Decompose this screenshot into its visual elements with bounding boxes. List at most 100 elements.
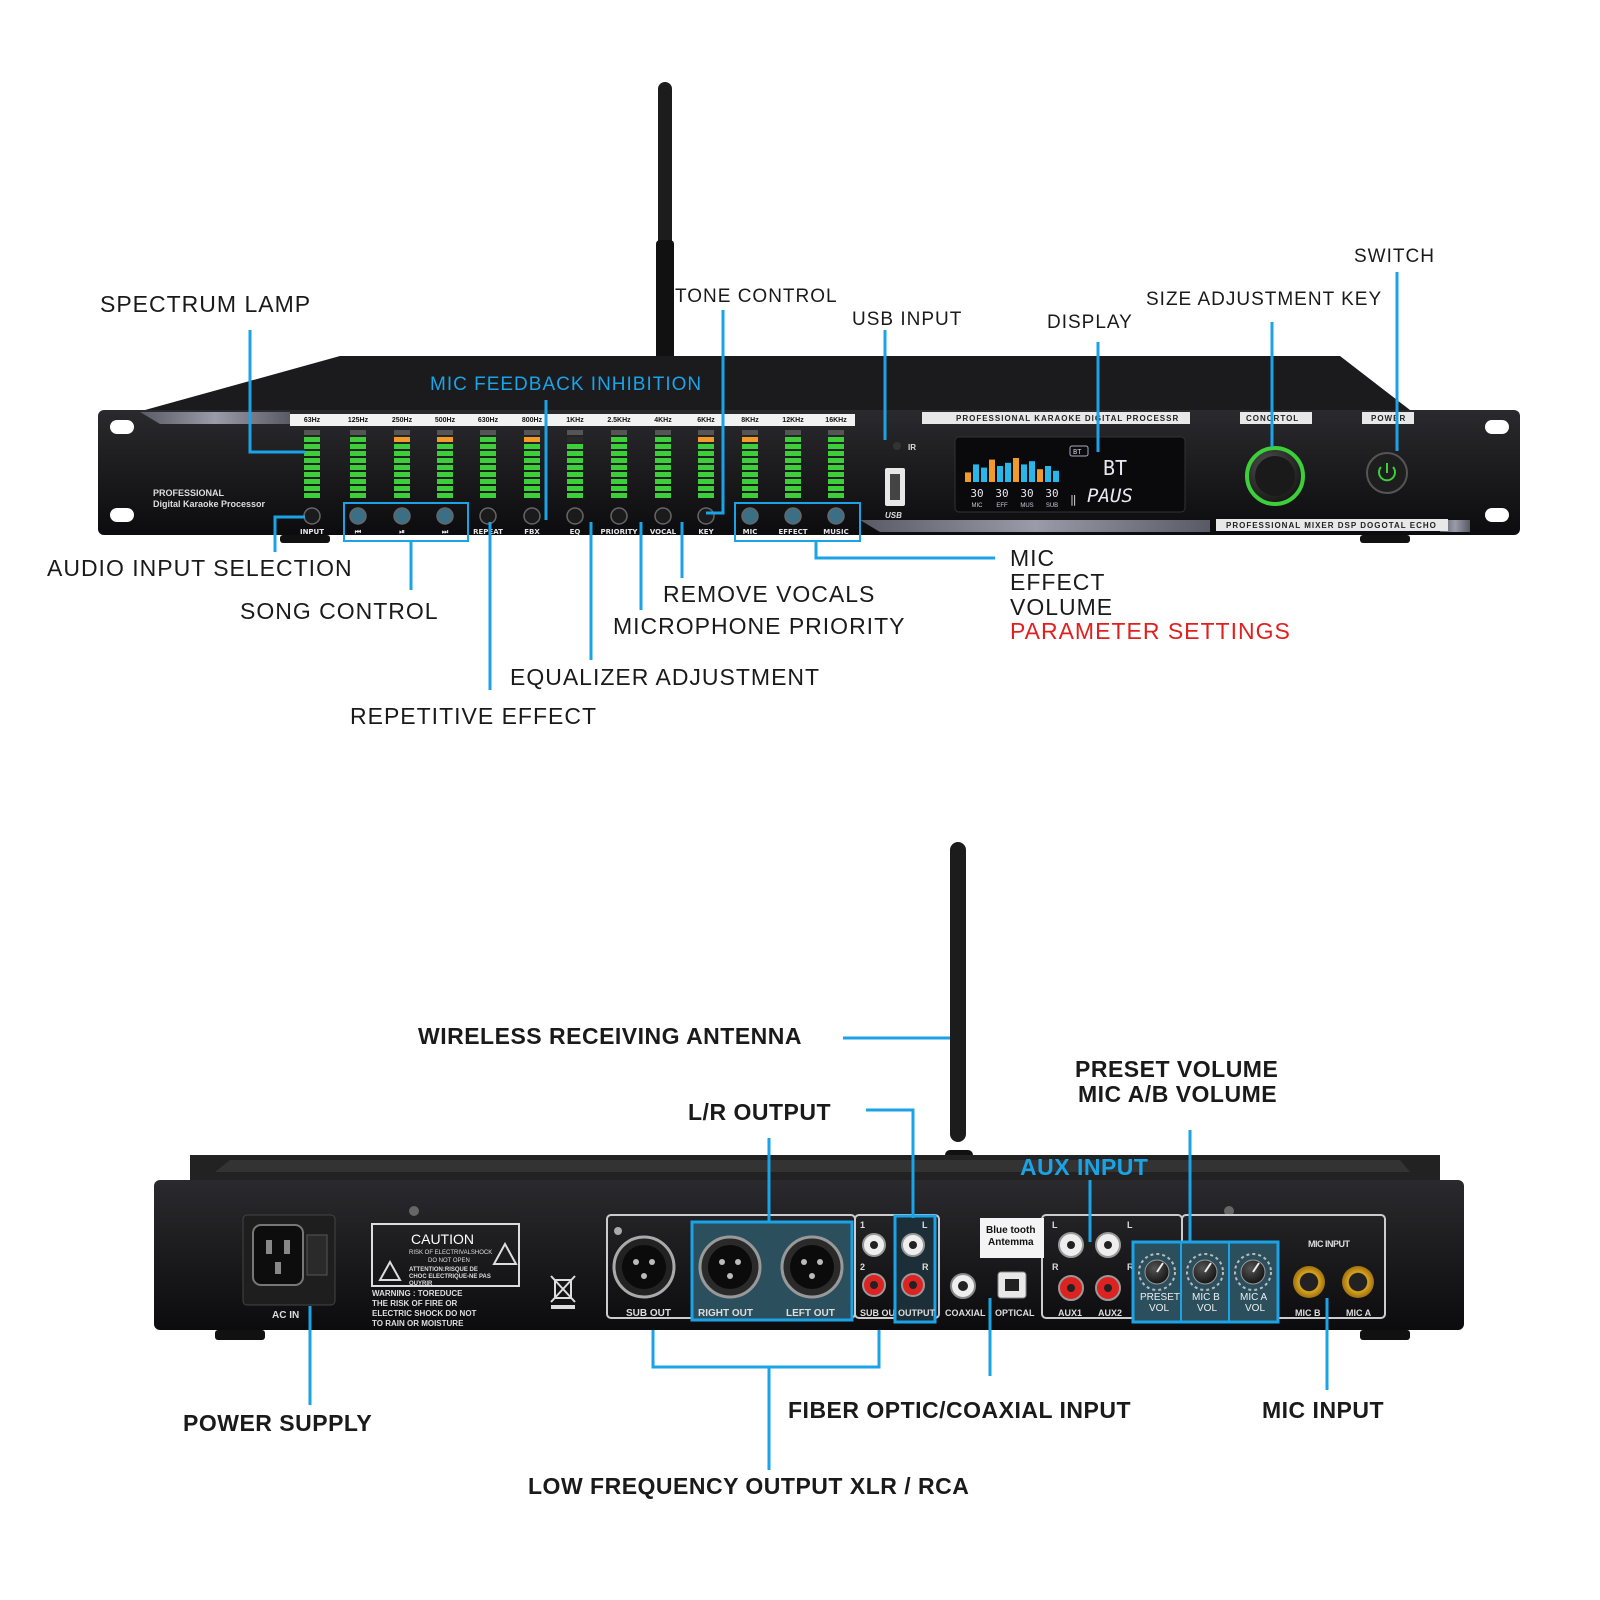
spectrum-led [437,451,453,456]
front-button[interactable] [654,507,672,525]
spectrum-led [437,465,453,470]
spectrum-led [655,465,671,470]
front-button[interactable] [827,507,845,525]
preset-vol-l1: PRESET [1140,1292,1180,1303]
spectrum-led [394,437,410,442]
spectrum-column [567,430,583,498]
front-button[interactable] [741,507,759,525]
lcd-value-tag: MIC [972,503,984,509]
spectrum-led [524,444,540,449]
spectrum-led [304,444,320,449]
spectrum-led [742,444,758,449]
ac-inlet[interactable] [252,1224,304,1286]
preset-vol-knob[interactable] [1138,1253,1176,1291]
rca-1-label: 1 [860,1220,865,1230]
front-button[interactable] [303,507,321,525]
spectrum-led [567,444,583,449]
front-leader-lines [248,272,1399,690]
freq-label: 1KHz [566,417,584,424]
front-button-label: FBX [524,528,540,536]
spectrum-led [567,493,583,498]
spectrum-led [611,458,627,463]
mic-b-label: MIC B [1295,1308,1321,1318]
mic-a-vol-knob[interactable] [1234,1253,1272,1291]
xlr-sub-out[interactable] [612,1227,676,1299]
lcd-bar [1037,469,1043,482]
spectrum-led [698,437,714,442]
front-button[interactable] [436,507,454,525]
spectrum-led [742,493,758,498]
label-audio-input-selection: AUDIO INPUT SELECTION [47,555,353,581]
song-control-box [343,502,469,542]
rca-sub-out-label: SUB OUT [860,1308,901,1318]
lcd-display [954,436,1186,513]
front-button[interactable] [349,507,367,525]
spectrum-led [742,437,758,442]
lcd-bar [1013,458,1019,482]
mica-vol-l1: MIC A [1240,1292,1268,1303]
freq-label: 500Hz [435,417,456,424]
spectrum-led [785,479,801,484]
mic-b-jack[interactable] [1293,1266,1325,1298]
mic-a-jack[interactable] [1342,1266,1374,1298]
front-button[interactable] [523,507,541,525]
front-button[interactable] [784,507,802,525]
spectrum-led [828,451,844,456]
xlr-right-out[interactable] [698,1235,762,1299]
optical-label: OPTICAL [995,1308,1035,1318]
spectrum-led [655,458,671,463]
spectrum-led [655,479,671,484]
lcd-value-tag: MUS [1020,503,1033,509]
label-microphone-priority: MICROPHONE PRIORITY [613,613,905,639]
aux1-label: AUX1 [1058,1308,1082,1318]
spectrum-led [828,430,844,435]
freq-label: 4KHz [654,417,672,424]
spectrum-led [304,437,320,442]
spectrum-led [611,479,627,484]
preset-vol-l2: VOL [1149,1303,1169,1314]
label-spectrum-lamp: SPECTRUM LAMP [100,291,311,317]
label-song-control: SONG CONTROL [240,598,439,624]
spectrum-led [524,430,540,435]
spectrum-led [394,444,410,449]
mic-b-vol-knob[interactable] [1186,1253,1224,1291]
spectrum-led [437,437,453,442]
spectrum-led [655,451,671,456]
lcd-bar [1005,462,1011,482]
label-size-adjustment-key: SIZE ADJUSTMENT KEY [1146,289,1382,310]
caution-line-4: CHOC ELECTRIQUE-NE PAS [409,1274,491,1280]
usb-label: USB [885,511,902,520]
spectrum-led [480,437,496,442]
spectrum-led [698,458,714,463]
spectrum-led [350,472,366,477]
spectrum-led [611,486,627,491]
spectrum-led [828,493,844,498]
spectrum-column [394,430,410,498]
spectrum-led [698,465,714,470]
spectrum-led [785,444,801,449]
label-equalizer-adjustment: EQUALIZER ADJUSTMENT [510,664,820,690]
front-button[interactable] [566,507,584,525]
front-button[interactable] [697,507,715,525]
spectrum-led [350,444,366,449]
spectrum-column [437,430,453,498]
front-button[interactable] [393,507,411,525]
front-button[interactable] [479,507,497,525]
aux-l1-label: L [1052,1220,1058,1230]
caution-line-2: DO NOT OPEN [428,1258,470,1264]
lcd-value: 30 [1020,487,1033,500]
spectrum-column [655,430,671,498]
spectrum-led [524,486,540,491]
power-tag: POWER [1371,414,1406,423]
spectrum-led [698,444,714,449]
lcd-bar [1053,470,1059,482]
bt-antenna-line-1: Blue tooth [986,1225,1035,1236]
spectrum-led [437,430,453,435]
spectrum-led [828,444,844,449]
label-preset-volume: PRESET VOLUME [1075,1056,1278,1082]
label-mic-input: MIC INPUT [1262,1397,1384,1423]
front-button[interactable] [610,507,628,525]
label-mic: MIC [1010,545,1055,571]
xlr-left-out[interactable] [780,1235,844,1299]
front-button-label: EQ [570,528,581,536]
